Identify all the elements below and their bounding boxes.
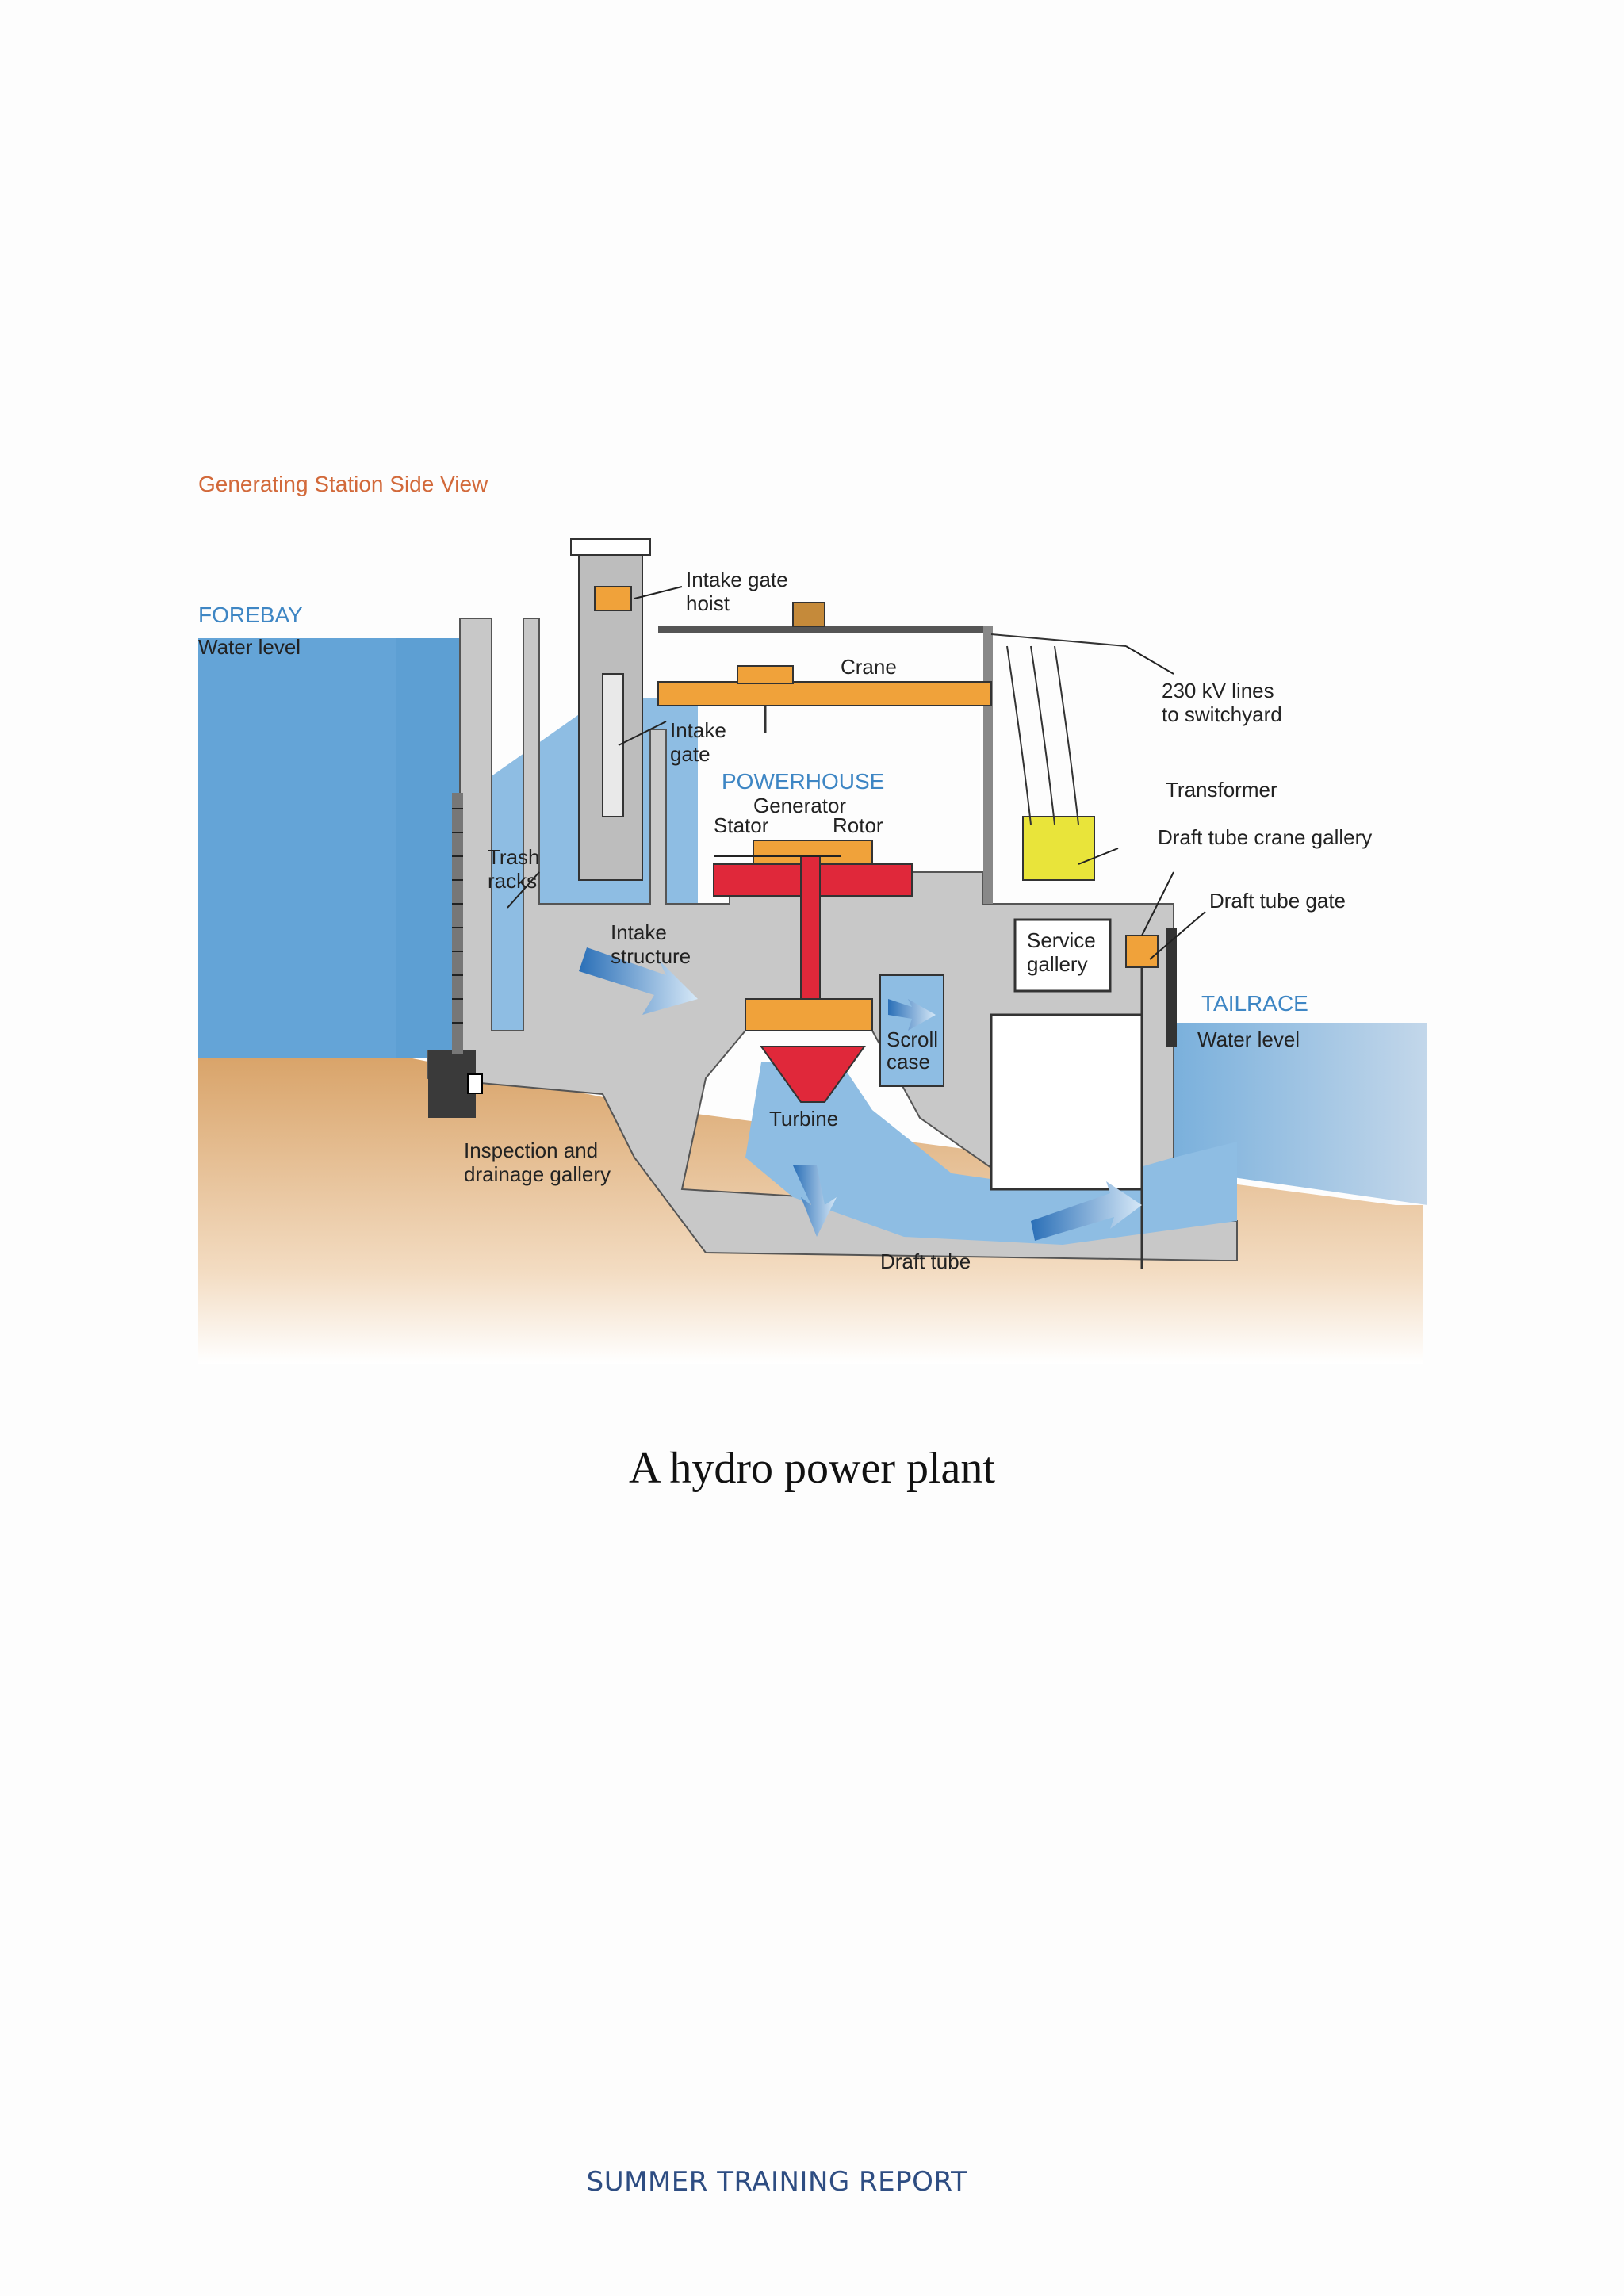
leader-lines (507, 586, 1206, 960)
label-draft-tube-gate: Draft tube gate (1209, 889, 1346, 913)
inspection-gallery (428, 1050, 476, 1118)
label-inspection-2: drainage gallery (464, 1162, 611, 1186)
crane-beam (657, 681, 992, 706)
label-draft-tube: Draft tube (880, 1249, 971, 1273)
trash-racks (452, 793, 463, 1054)
intake-tower-top (570, 538, 651, 556)
diagram-canvas: Generating Station Side View FOREBAY Wat… (198, 472, 1427, 1364)
label-turbine: Turbine (769, 1107, 838, 1131)
label-intake-gate-hoist-2: hoist (686, 591, 730, 615)
turbine-shaft (800, 855, 821, 1016)
crane-trolley (737, 665, 794, 684)
powerhouse-roof (658, 626, 991, 633)
label-powerhouse: POWERHOUSE (722, 769, 884, 794)
turbine-head (745, 998, 873, 1031)
label-lines-2: to switchyard (1162, 702, 1282, 726)
label-transformer: Transformer (1166, 778, 1277, 802)
service-gallery (1013, 918, 1112, 993)
inspection-gallery-door (467, 1073, 483, 1094)
label-trash-racks-1: Trash (488, 845, 540, 869)
draft-tube-gate (1125, 935, 1159, 968)
label-stator: Stator (714, 813, 769, 837)
trash-racks-bars (452, 808, 463, 1024)
hydro-plant-diagram: Generating Station Side View FOREBAY Wat… (190, 460, 1435, 1372)
label-service-gallery-2: gallery (1027, 952, 1088, 976)
powerhouse-right-wall (983, 626, 993, 904)
flow-arrow-scroll (888, 999, 936, 1031)
label-scroll-case-2: case (887, 1050, 930, 1073)
label-intake-gate-1: Intake (670, 718, 726, 742)
label-intake-structure-2: structure (611, 944, 691, 968)
label-service-gallery-1: Service (1027, 928, 1096, 952)
label-tailrace: TAILRACE (1201, 991, 1308, 1016)
label-lines-1: 230 kV lines (1162, 679, 1274, 702)
label-trash-racks-2: racks (488, 869, 537, 893)
label-forebay: FOREBAY (198, 603, 303, 627)
label-draft-tube-crane-gallery: Draft tube crane gallery (1158, 825, 1372, 849)
transformer (1022, 816, 1095, 881)
flow-arrow-intake (579, 947, 698, 1015)
figure-caption: A hydro power plant (629, 1444, 995, 1493)
label-forebay-water: Water level (198, 635, 301, 659)
label-scroll-case-1: Scroll (887, 1027, 938, 1051)
flow-arrow-draft-out (1031, 1181, 1142, 1241)
flow-arrow-draft-down (793, 1165, 837, 1237)
label-crane: Crane (841, 655, 897, 679)
page-footer: SUMMER TRAINING REPORT (586, 2166, 968, 2198)
label-generator: Generator (753, 794, 846, 817)
label-intake-gate-2: gate (670, 742, 710, 766)
diagram-title: Generating Station Side View (198, 472, 488, 496)
label-inspection-1: Inspection and (464, 1138, 598, 1162)
intake-gate-hoist (594, 586, 632, 611)
label-tailrace-water: Water level (1197, 1027, 1300, 1051)
power-lines (990, 633, 1127, 825)
label-intake-structure-1: Intake (611, 920, 667, 944)
tailrace-wall (1166, 928, 1177, 1047)
lower-gallery (990, 1013, 1143, 1191)
turbine-runner (760, 1046, 866, 1103)
label-intake-gate-hoist-1: Intake gate (686, 568, 788, 591)
forebay-water-shading (198, 638, 396, 1058)
roof-vent (792, 602, 825, 627)
intake-gate (602, 673, 624, 817)
label-rotor: Rotor (833, 813, 883, 837)
scroll-case (879, 974, 944, 1087)
